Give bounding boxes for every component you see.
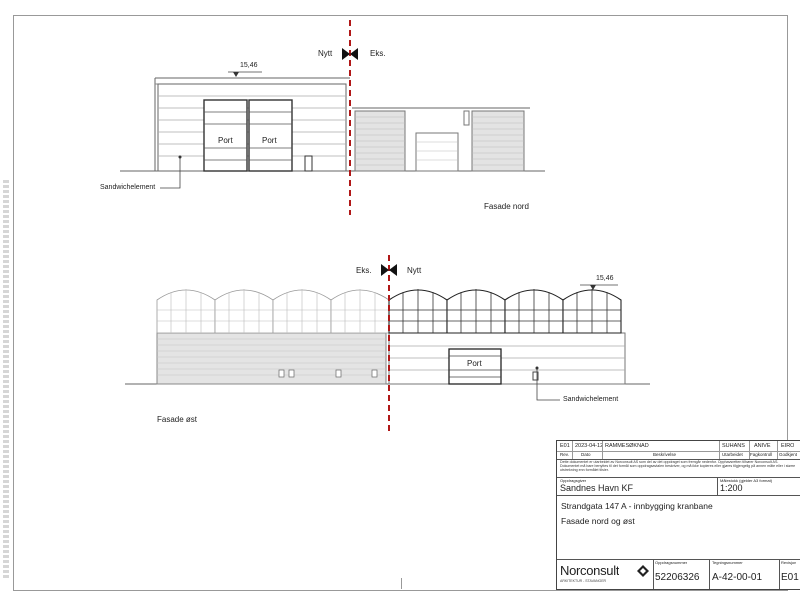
drawing-number-label: Tegningsnummer <box>712 560 743 565</box>
rev-description-header: Beskrivelse <box>653 452 677 457</box>
drawing-number: A-42-00-01 <box>712 572 763 583</box>
title-block: E01 2023-04-12 RAMMESØKNAD SUHANS ANIVE … <box>556 440 800 590</box>
north-material-label: Sandwichelement <box>100 184 156 191</box>
disclaimer-text: Dette dokumentet er utarbeidet av Norcon… <box>560 460 796 472</box>
north-port-label-2: Port <box>262 136 277 145</box>
project-title: Strandgata 147 A - innbygging kranbane <box>561 501 713 511</box>
revision-value: E01 <box>781 572 799 583</box>
rev-description-value: RAMMESØKNAD <box>605 443 649 449</box>
project-number: 52206326 <box>655 572 700 583</box>
norconsult-logo: Norconsult ARKITEKTUR - STAVANGER <box>559 562 651 586</box>
north-facade-title: Fasade nord <box>484 202 529 211</box>
east-port-label: Port <box>467 359 482 368</box>
drawing-frame <box>13 15 788 591</box>
rev-approved-by-value: EIRO <box>781 443 795 449</box>
drawing-title: Fasade nord og øst <box>561 516 635 526</box>
section-marker-icon <box>342 48 358 60</box>
rev-made-by-value: SUHANS <box>722 443 745 449</box>
rev-date-header: Dato <box>581 452 591 457</box>
section-marker-icon <box>381 264 397 276</box>
east-facade-title: Fasade øst <box>157 415 198 424</box>
center-tick <box>401 578 402 589</box>
north-elevation-label: 15,46 <box>240 62 258 69</box>
client-label: Oppdragsgiver <box>560 478 587 483</box>
east-new-label: Nytt <box>407 266 422 275</box>
rev-made-by-header: Utarbeidet <box>722 452 743 457</box>
client-name: Sandnes Havn KF <box>560 483 634 493</box>
east-material-label: Sandwichelement <box>563 396 619 403</box>
east-elevation-label: 15,46 <box>596 275 614 282</box>
rev-approved-by-header: Godkjent <box>779 452 798 457</box>
rev-header: Rev. <box>560 452 569 457</box>
rev-checked-by-value: ANIVE <box>754 443 771 449</box>
scale-label: Målestokk (gjelder A3 format) <box>720 478 773 483</box>
rev-checked-by-header: Fagkontroll <box>750 452 773 457</box>
company-subtitle: ARKITEKTUR - STAVANGER <box>560 579 607 583</box>
rev-date-value: 2023-04-12 <box>575 443 604 449</box>
north-new-label: Nytt <box>318 49 333 58</box>
norconsult-logo-icon <box>637 565 649 577</box>
scale-value: 1:200 <box>720 483 743 493</box>
rev-value: E01 <box>560 443 570 449</box>
company-name: Norconsult <box>560 563 620 578</box>
margin-stamp <box>3 180 9 580</box>
north-port-label-1: Port <box>218 136 233 145</box>
north-existing-label: Eks. <box>370 49 386 58</box>
revision-label: Revisjon <box>781 560 797 565</box>
project-number-label: Oppdragsnummer <box>655 560 688 565</box>
east-existing-label: Eks. <box>356 266 372 275</box>
